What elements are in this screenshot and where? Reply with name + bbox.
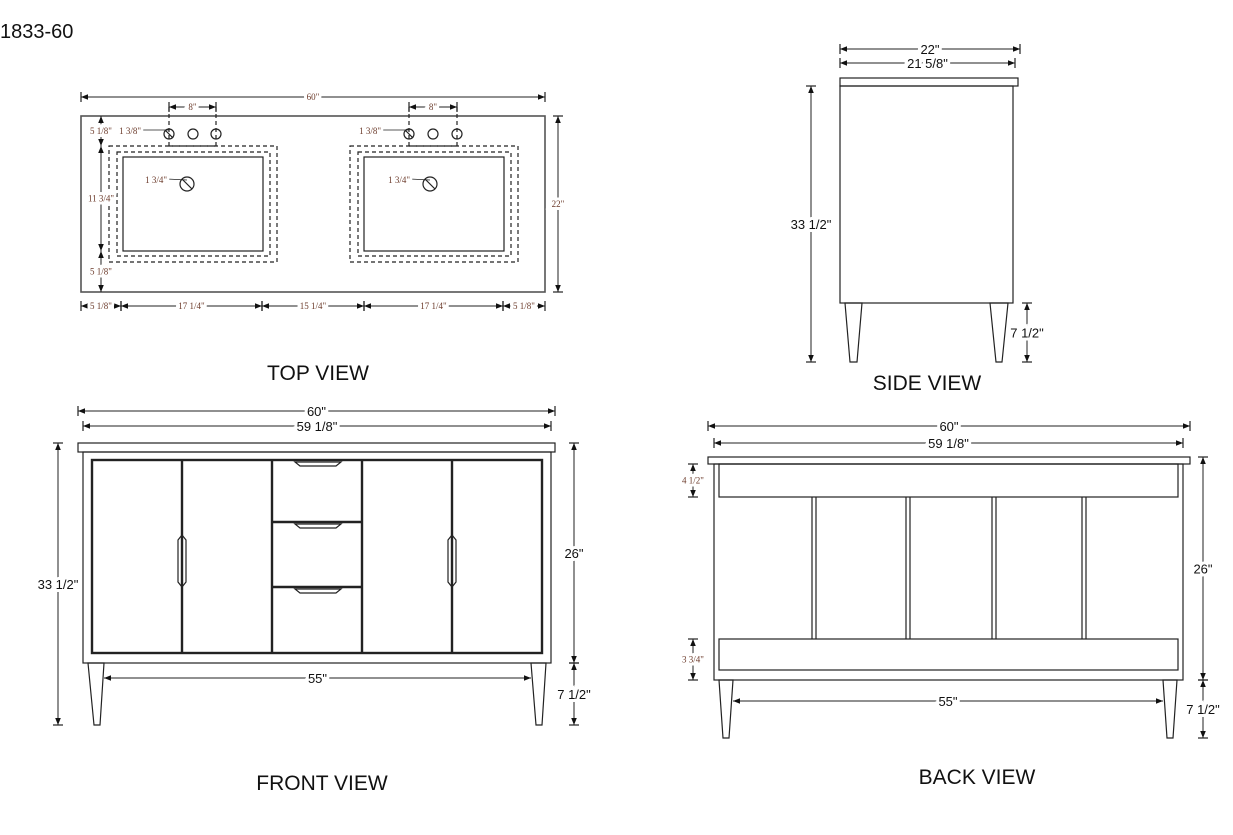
drawer-handle [293, 588, 343, 594]
sink-cutout-dashed [349, 145, 519, 263]
back-bottom-rail-dim-label: 3 3/4" [682, 655, 704, 665]
bottom-offset-dim-label: 17 1/4" [420, 301, 447, 311]
door-handle [177, 534, 187, 588]
back-leg-span-dim-label: 55" [938, 694, 957, 709]
faucet-spread-dim-label: 8" [188, 102, 197, 112]
sink-basin [363, 156, 505, 252]
countertop-outline [80, 115, 546, 293]
back-countertop [707, 456, 1191, 465]
faucet-hole-slash [404, 129, 414, 139]
sink-basin [122, 156, 264, 252]
drain-size-label: 1 3/4" [145, 175, 167, 185]
door-handle [447, 534, 457, 588]
side-leg-back [989, 302, 1009, 363]
drain-hole [179, 176, 195, 192]
back-cabinet [713, 463, 1184, 681]
drain-slash [424, 178, 436, 190]
sink-rim-dashed [116, 151, 271, 257]
top-width-dim-label: 60" [307, 92, 320, 102]
back-top-rail-dim-label: 4 1/2" [682, 476, 704, 486]
front-body-width-dim-label: 59 1/8" [297, 419, 338, 434]
faucet-spread-dim-label: 8" [429, 102, 438, 112]
drawer-handle [293, 461, 343, 467]
hole-size-label: 1 3/8" [359, 126, 381, 136]
bottom-offset-dim-label: 5 1/8" [90, 301, 112, 311]
back-top-width-dim-label: 60" [939, 419, 958, 434]
front-top-width-dim-label: 60" [307, 404, 326, 419]
front-face-frame [90, 458, 544, 655]
side-view-title: SIDE VIEW [873, 372, 982, 395]
back-margin-dim-label: 5 1/8" [90, 126, 112, 136]
front-cabinet [82, 451, 552, 664]
bottom-offset-dim-label: 15 1/4" [300, 301, 327, 311]
back-bottom-rail [718, 638, 1179, 671]
side-cabinet [839, 85, 1014, 304]
front-leg-span-dim-label: 55" [308, 671, 327, 686]
faucet-hole [427, 128, 439, 140]
top-view-title: TOP VIEW [267, 362, 369, 385]
front-margin-dim-label: 5 1/8" [90, 267, 112, 277]
back-body-width-dim-label: 59 1/8" [928, 436, 969, 451]
side-leg-height-dim-label: 7 1/2" [1010, 326, 1044, 341]
back-view-title: BACK VIEW [919, 766, 1036, 789]
model-number: 1833-60 [0, 21, 73, 43]
front-leg-left [87, 662, 105, 726]
drain-size-label: 1 3/4" [388, 175, 410, 185]
side-leg-front [844, 302, 863, 363]
side-height-dim-label: 33 1/2" [791, 217, 832, 232]
drain-hole [422, 176, 438, 192]
sink-rim-dashed [357, 151, 512, 257]
sink-depth-dim-label: 11 3/4" [88, 194, 114, 204]
back-leg-left [718, 679, 734, 739]
top-depth-dim-label: 22" [552, 199, 565, 209]
side-top-depth-dim-label: 22" [920, 42, 939, 57]
sink-cutout-dashed [108, 145, 278, 263]
bottom-offset-dim-label: 17 1/4" [178, 301, 205, 311]
front-countertop [77, 442, 556, 453]
drain-leader [166, 178, 188, 181]
back-leg-right [1162, 679, 1178, 739]
back-leg-height-dim-label: 7 1/2" [1186, 702, 1220, 717]
bottom-offset-dim-label: 5 1/8" [513, 301, 535, 311]
front-view-title: FRONT VIEW [256, 772, 388, 795]
front-leg-height-dim-label: 7 1/2" [557, 687, 591, 702]
front-height-dim-label: 33 1/2" [38, 577, 79, 592]
front-leg-right [530, 662, 547, 726]
faucet-hole-slash [164, 129, 174, 139]
drawer-handle [293, 523, 343, 529]
side-body-depth-dim-label: 21 5/8" [907, 56, 948, 71]
front-body-height-dim-label: 26" [564, 546, 583, 561]
drain-slash [181, 178, 193, 190]
drain-leader [409, 178, 431, 181]
hole-size-label: 1 3/8" [119, 126, 141, 136]
faucet-hole [187, 128, 199, 140]
back-body-height-dim-label: 26" [1193, 562, 1212, 577]
back-top-rail [718, 463, 1179, 498]
side-countertop [839, 77, 1019, 87]
